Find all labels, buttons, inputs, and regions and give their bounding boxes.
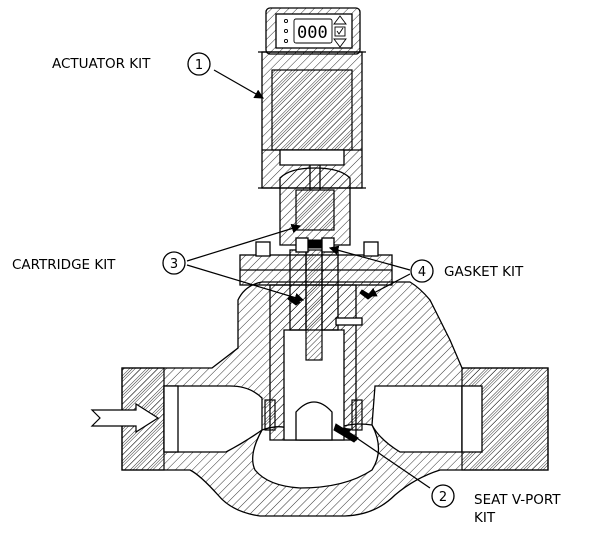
leader-seat: [341, 427, 431, 489]
callout-label-seat-line1: SEAT V-PORT: [474, 492, 561, 508]
flow-arrow-icon: [90, 402, 160, 434]
leader-actuator: [213, 69, 265, 99]
callout-label-gasket-kit: GASKET KIT: [444, 264, 524, 280]
callout-actuator-kit: ACTUATOR KIT 1: [52, 52, 211, 76]
callout-number-circle-4: [410, 259, 434, 283]
checkmark-icon: [336, 27, 344, 35]
leader-gasket-lower: [366, 273, 411, 297]
callout-number-circle-1: [187, 52, 211, 76]
triangle-up-icon: [333, 15, 347, 25]
leader-cartridge-upper: [186, 223, 302, 262]
status-led-3: [283, 38, 289, 44]
leader-lines: [186, 69, 431, 489]
digital-readout-frame: [293, 18, 333, 44]
callout-number-1: 1: [195, 58, 203, 73]
callout-number-3: 3: [170, 257, 178, 272]
callout-number-2: 2: [439, 490, 447, 505]
checkbox-icon: [334, 26, 346, 37]
callout-cartridge-kit: CARTRIDGE KIT 3: [12, 251, 186, 275]
controller-display: 000: [283, 15, 347, 48]
callout-number-4: 4: [418, 265, 426, 280]
status-led-1: [283, 18, 289, 24]
callout-number-circle-3: [162, 251, 186, 275]
cartridge: [264, 249, 363, 443]
leader-cartridge-lower: [186, 264, 305, 303]
callout-label-actuator-kit: ACTUATOR KIT: [52, 56, 151, 72]
digital-readout: 000: [297, 23, 328, 43]
callout-label-seat-line2: KIT: [474, 510, 496, 526]
callout-gasket-kit: 4 GASKET KIT: [410, 259, 524, 283]
callout-number-circle-2: [431, 484, 455, 508]
leader-gasket-upper: [328, 245, 411, 271]
status-led-2: [283, 28, 289, 34]
triangle-down-icon: [333, 38, 347, 48]
callout-label-cartridge-kit: CARTRIDGE KIT: [12, 257, 116, 273]
callout-seat-v-port-kit: 2 SEAT V-PORT KIT: [431, 484, 561, 526]
